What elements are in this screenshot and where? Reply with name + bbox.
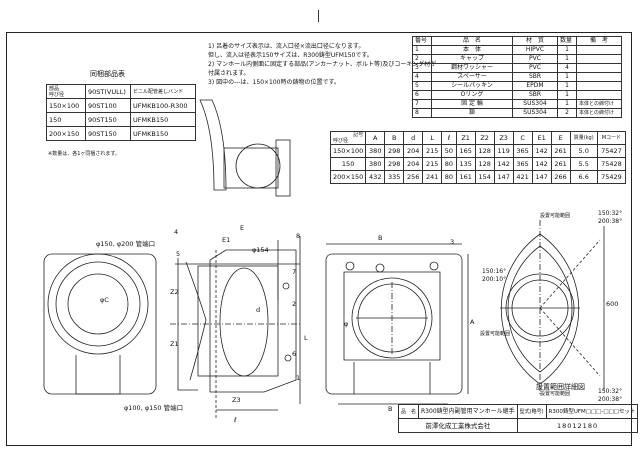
same-parts-title: 同梱部品表: [90, 70, 125, 78]
pipe-bottom-label: φ100, φ150 管端口: [124, 404, 184, 412]
range-bottom-label: 設置可能範囲: [540, 391, 571, 397]
dim-z3: Z3: [232, 396, 241, 404]
dim-phi-front: φ: [344, 320, 349, 328]
note-line: 但し、流入は径表示150サイズは、R300鋳型UFM150です。: [208, 52, 373, 59]
dim-b-top: B: [378, 234, 383, 242]
top-center-mark: [318, 10, 319, 22]
dim-600: 600: [606, 300, 619, 308]
dim-phic: φC: [100, 296, 109, 304]
angle-bottom-200: 200:38°: [598, 396, 623, 403]
callout-5: 5: [176, 250, 181, 258]
callout-6: 6: [292, 350, 297, 358]
dim-b-bottom: B: [388, 405, 393, 413]
title-block: 品 名 R300鋳型内副管用マンホール継手 型式(略号) R300鋳型UFM□□…: [397, 404, 639, 433]
notes-block: 1) 呂着のサイズ表示は、流入口径×流出口径になります。 但し、流入は径表示15…: [208, 42, 436, 87]
range-detail-view: [500, 220, 605, 396]
same-parts-header-size: 部品呼び径: [46, 84, 86, 99]
dim-e1: E1: [222, 236, 231, 244]
main-side-view: [170, 236, 301, 420]
note-line: 1) 呂着のサイズ表示は、流入口径×流出口径になります。: [208, 43, 365, 50]
cell: 本体との締付け: [576, 108, 622, 118]
dim-phi154: φ154: [252, 246, 269, 254]
dim-a: A: [470, 318, 475, 326]
type-value: R300鋳型UFM□□□-□□□セット: [545, 404, 639, 419]
cell: 432: [365, 170, 386, 184]
drawing-number: 18012180: [516, 418, 639, 433]
detail-caption: 設置範囲詳細図: [536, 383, 585, 391]
same-parts-note: ※数量は、各1ヶ同梱されます。: [48, 151, 120, 157]
mid-angle-150: 150:16°: [482, 268, 507, 275]
angle-top-200: 200:38°: [598, 218, 623, 225]
cell: 154: [474, 170, 495, 184]
dims-header: ℓ: [441, 131, 457, 145]
cell: 200×150: [329, 170, 367, 184]
mid-angle-200: 200:10°: [482, 276, 507, 283]
dims-header: Mコード: [596, 131, 627, 145]
note-line: 3) 図中の---は、150×100時の鋳物の位置です。: [208, 79, 340, 86]
pipe-top-label: φ150, φ200 管端口: [96, 240, 156, 248]
callout-8: 8: [296, 232, 301, 240]
center-front-view: [325, 253, 463, 395]
dim-l: L: [304, 334, 308, 342]
same-parts-table: 部品呼び径 90ST(VULL) ビニル配管差しバンド 150×100 90ST…: [46, 84, 196, 141]
cell: 6.6: [569, 170, 598, 184]
dim-e: E: [240, 224, 245, 232]
angle-bottom-150: 150:32°: [598, 388, 623, 395]
note-line: 2) マンホール内側面に固定する部品(アンカーナット、ボルト等)及びコーキング材…: [208, 61, 437, 68]
callout-4: 4: [174, 228, 179, 236]
angle-top-150: 150:32°: [598, 210, 623, 217]
callout-3: 3: [450, 238, 455, 246]
cell: 90ST150: [85, 126, 131, 141]
callout-2: 2: [292, 300, 297, 308]
cell: UFMKB150: [130, 126, 196, 141]
table-row: 150 90ST150 UFMKB150: [46, 112, 196, 127]
callout-7: 7: [292, 268, 297, 276]
cell: 80: [441, 170, 457, 184]
left-front-view: [43, 253, 157, 395]
dim-z2: Z2: [170, 288, 179, 296]
cell: 75429: [596, 170, 627, 184]
side-range-label: 設置可能範囲: [480, 331, 511, 337]
name-value: R300鋳型内副管用マンホール継手: [418, 404, 518, 419]
cell: 147: [531, 170, 552, 184]
drawing-sheet: [6, 32, 632, 446]
callout-1: 1: [296, 374, 301, 382]
dim-z1: Z1: [170, 340, 179, 348]
dim-d: d: [256, 306, 261, 314]
dim-ell: ℓ: [234, 416, 237, 424]
company-name: 前澤化成工業株式会社: [398, 418, 518, 433]
range-top-label: 設置可能範囲: [540, 213, 571, 219]
table-row: 200×150 90ST150 UFMKB150: [46, 126, 196, 141]
type-label: 型式(略号): [516, 404, 547, 419]
dimensions-table: 記号呼び径 A B d L ℓ Z1 Z2 Z3 C E1 E 質量(kg) M…: [329, 131, 627, 184]
name-label: 品 名: [397, 404, 420, 419]
top-section-view: [199, 99, 291, 197]
cell: 200×150: [46, 126, 86, 141]
cell: UFMKB150: [130, 112, 196, 127]
note-line: 付属されます。: [208, 70, 250, 77]
